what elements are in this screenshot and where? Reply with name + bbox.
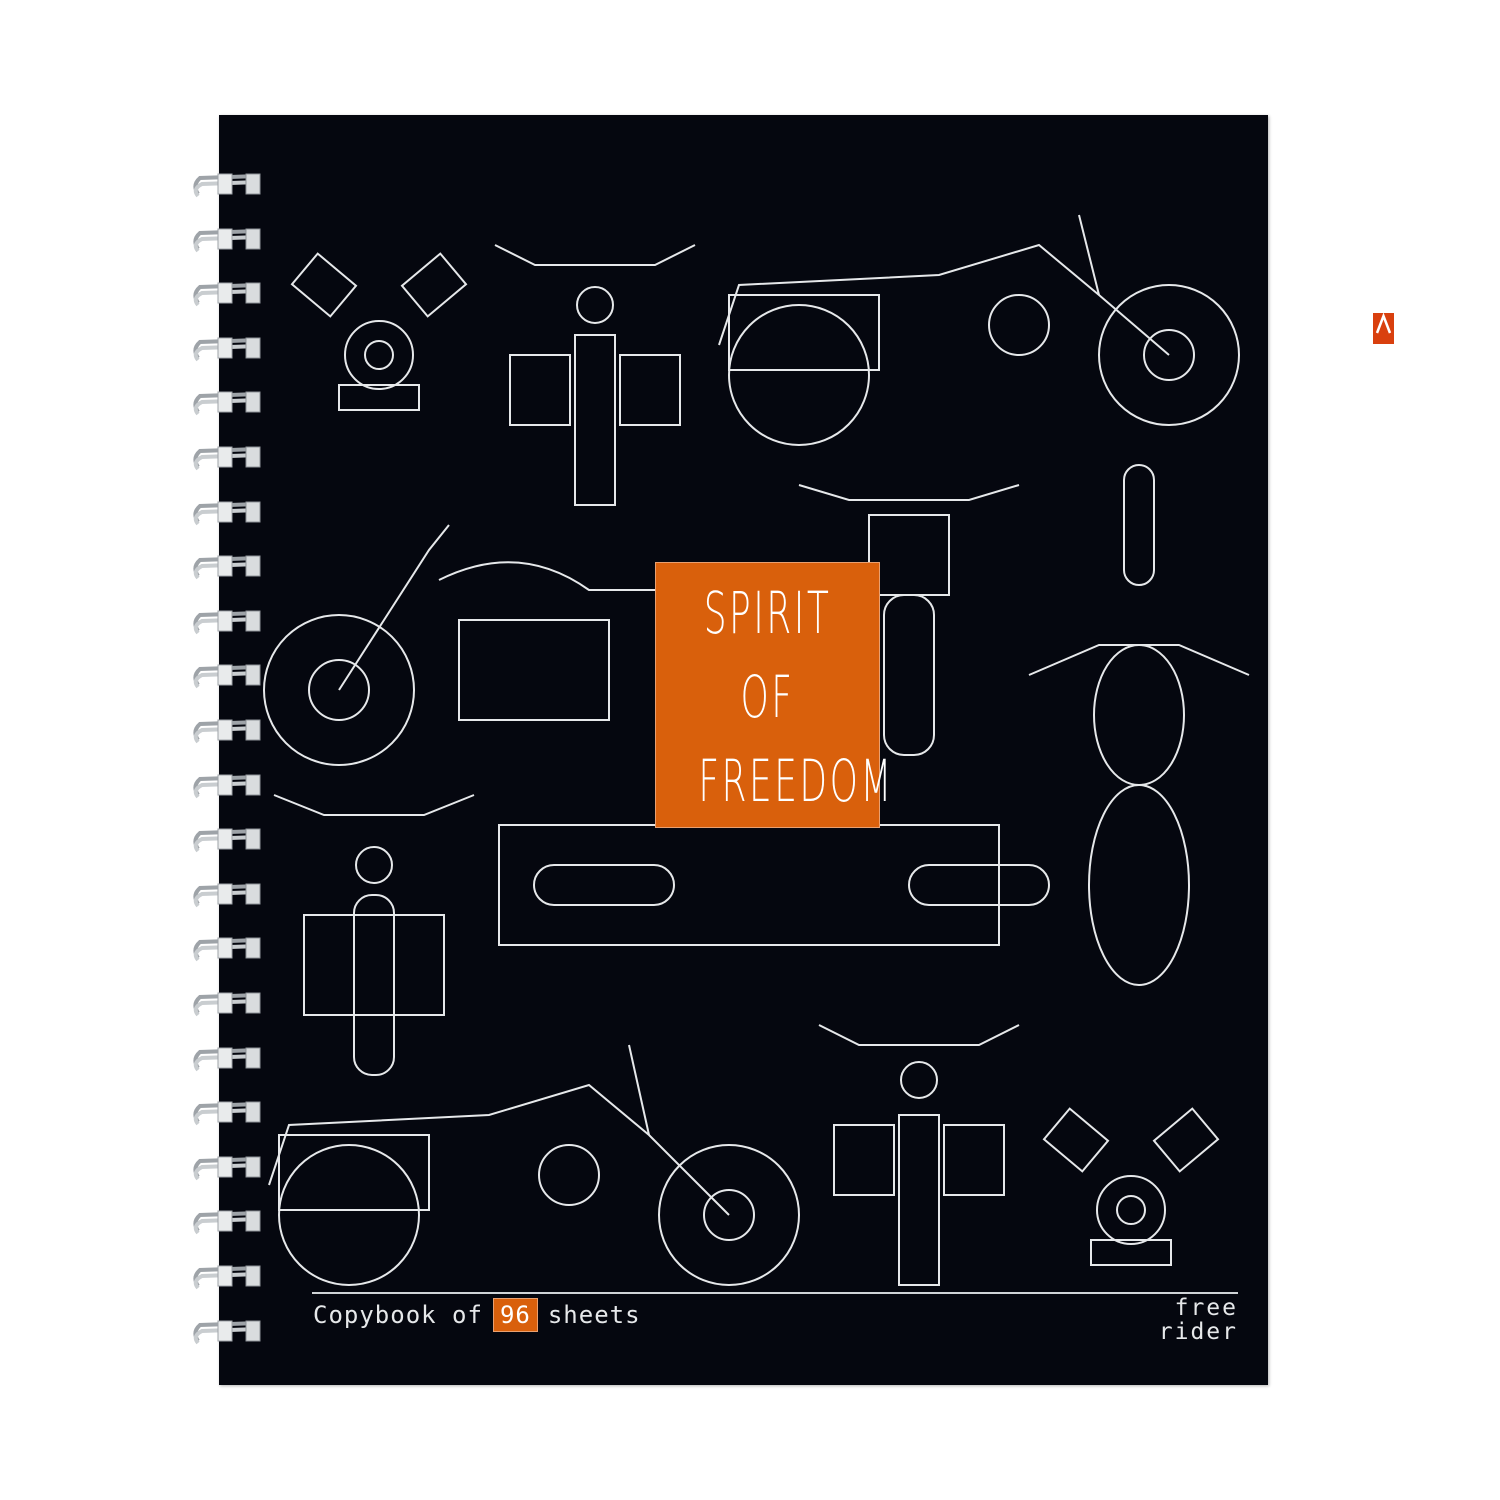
- spiral-ring: [190, 991, 266, 1017]
- spiral-ring: [190, 1155, 266, 1181]
- front-view-sketch: [273, 794, 475, 1076]
- spiral-ring: [190, 936, 266, 962]
- spiral-ring: [190, 1264, 266, 1290]
- title-line: SPIRIT: [703, 579, 832, 647]
- spiral-ring: [190, 773, 266, 799]
- brand-logo: [1372, 312, 1395, 345]
- series-name: free rider: [1159, 1296, 1238, 1344]
- spiral-ring: [190, 554, 266, 580]
- engine-sketch: [1042, 1107, 1220, 1266]
- spiral-ring: [190, 1209, 266, 1235]
- spiral-ring: [190, 882, 266, 908]
- side-view-sketch: [718, 214, 1240, 446]
- sheet-count-badge: 96: [492, 1298, 538, 1332]
- spiral-ring: [190, 1046, 266, 1072]
- engine-sketch: [290, 252, 468, 411]
- side-view-sketch: [263, 524, 669, 766]
- spiral-ring: [190, 827, 266, 853]
- logo-a-icon: [1375, 312, 1392, 334]
- motorcycle-illustrations: [263, 214, 1250, 1286]
- footer-prefix: Copybook of: [313, 1301, 483, 1329]
- spiral-ring: [190, 336, 266, 362]
- spiral-ring: [190, 609, 266, 635]
- front-view-sketch: [818, 1024, 1020, 1286]
- title-line: FREEDOM: [698, 747, 894, 815]
- spiral-ring: [190, 1100, 266, 1126]
- title-box: SPIRIT OF FREEDOM: [655, 562, 894, 828]
- spiral-ring: [190, 227, 266, 253]
- top-view-sketch: [498, 824, 1050, 946]
- spiral-ring: [190, 718, 266, 744]
- footer-divider: [312, 1292, 1238, 1294]
- spiral-ring: [190, 390, 266, 416]
- spiral-ring: [190, 1319, 266, 1345]
- front-view-sketch: [494, 244, 696, 506]
- top-view-sketch: [1028, 464, 1250, 986]
- spiral-ring: [190, 281, 266, 307]
- spiral-ring: [190, 172, 266, 198]
- side-view-sketch: [268, 1044, 800, 1286]
- footer-suffix: sheets: [547, 1301, 641, 1329]
- series-line: free: [1174, 1295, 1238, 1321]
- spiral-ring: [190, 500, 266, 526]
- rear-view-sketch: [798, 484, 1020, 756]
- title-line: OF: [740, 663, 795, 731]
- sheet-count-label: Copybook of 96 sheets: [313, 1298, 641, 1332]
- series-line: rider: [1158, 1319, 1238, 1345]
- spiral-ring: [190, 445, 266, 471]
- spiral-ring: [190, 663, 266, 689]
